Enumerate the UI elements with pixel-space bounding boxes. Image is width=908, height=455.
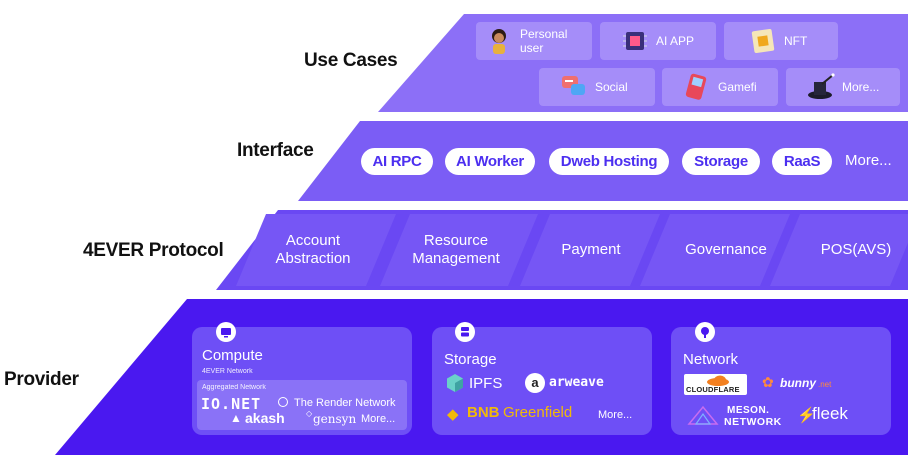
database-icon — [455, 322, 475, 342]
protocol-item-governance: Governance — [685, 241, 767, 258]
arweave-logo: arweave — [549, 375, 604, 390]
row-label-interface: Interface — [237, 140, 314, 161]
storage-more: More... — [598, 409, 633, 421]
row-label-provider: Provider — [4, 369, 79, 390]
render-network-icon — [278, 397, 288, 407]
use-case-more: More... — [786, 68, 900, 106]
interface-more: More... — [845, 152, 892, 169]
protocol-item-payment: Payment — [561, 241, 621, 258]
protocol-segment — [380, 214, 538, 286]
magic-hat-icon — [806, 72, 836, 102]
bnb-icon: ◆ — [447, 406, 459, 423]
row-label-use-cases: Use Cases — [304, 50, 398, 71]
compute-title: Compute — [202, 347, 263, 364]
interface-pill-ai-rpc: AI RPC — [361, 148, 433, 175]
compute-more: More... — [361, 413, 396, 425]
use-case-label: Social — [595, 80, 628, 94]
protocol-item-pos-avs: POS(AVS) — [820, 241, 892, 258]
interface-pill-storage: Storage — [682, 148, 760, 175]
use-case-label: AI APP — [656, 34, 695, 48]
network-icon — [695, 322, 715, 342]
ipfs-icon — [446, 373, 464, 398]
use-case-personal-user: Personal user — [476, 22, 592, 60]
fleek-logo: fleek — [812, 404, 848, 423]
meson-logo-line1: MESON. — [727, 405, 770, 416]
interface-pill-ai-worker: AI Worker — [445, 148, 535, 175]
ipfs-logo: IPFS — [469, 375, 503, 392]
use-case-label: More... — [842, 80, 880, 94]
interface-pill-dweb-hosting: Dweb Hosting — [549, 148, 669, 175]
bunny-logo: bunny — [780, 376, 816, 390]
cloudflare-logo: CLOUDFLARE — [686, 385, 740, 394]
storage-title: Storage — [444, 351, 497, 368]
use-case-ai-app: AI APP — [600, 22, 716, 60]
bnb-logo: BNB — [467, 404, 500, 421]
greenfield-logo: Greenfield — [503, 404, 573, 421]
protocol-segment — [640, 214, 790, 286]
io-net-logo: IO.NET — [201, 395, 262, 413]
network-title: Network — [683, 351, 739, 368]
aggregated-network-label: Aggregated Network — [202, 384, 266, 391]
monitor-icon — [216, 322, 236, 342]
bunny-net-suffix: .net — [818, 380, 832, 389]
use-case-label: Personal user — [520, 27, 568, 55]
use-case-gamefi: Gamefi — [662, 68, 778, 106]
aggregated-network-box — [197, 380, 407, 430]
nft-card-icon — [748, 26, 778, 56]
use-case-nft: NFT — [724, 22, 838, 60]
akash-logo: akash — [245, 410, 285, 426]
protocol-item-label: Resource Management — [412, 232, 500, 267]
bunny-icon: ✿ — [762, 374, 774, 390]
protocol-item-account-abstraction: Account Abstraction — [262, 214, 364, 286]
cloudflare-logo-box: CLOUDFLARE — [684, 374, 747, 395]
interface-pill-raas: RaaS — [772, 148, 832, 175]
game-console-icon — [682, 72, 712, 102]
protocol-item-resource-management: Resource Management — [404, 214, 508, 286]
use-case-social: Social — [539, 68, 655, 106]
compute-subtitle: 4EVER Network — [202, 368, 253, 375]
meson-icon — [686, 405, 720, 432]
render-network-logo: The Render Network — [294, 397, 396, 409]
person-icon — [484, 26, 514, 56]
akash-icon: ▲ — [230, 411, 242, 425]
protocol-segment — [236, 214, 396, 286]
gensyn-logo: gensyn — [313, 412, 357, 426]
use-case-label: NFT — [784, 34, 808, 48]
chat-icon — [559, 72, 589, 102]
protocol-item-label: Account Abstraction — [275, 232, 351, 267]
gensyn-icon: ◇ — [306, 409, 313, 418]
arweave-icon: a — [525, 373, 545, 393]
chip-icon — [620, 26, 650, 56]
meson-logo-line2: NETWORK — [724, 416, 782, 428]
row-label-protocol: 4EVER Protocol — [83, 240, 224, 261]
cloud-icon — [707, 375, 729, 386]
fleek-icon: ⚡ — [797, 407, 816, 424]
use-case-label: Gamefi — [718, 80, 757, 94]
